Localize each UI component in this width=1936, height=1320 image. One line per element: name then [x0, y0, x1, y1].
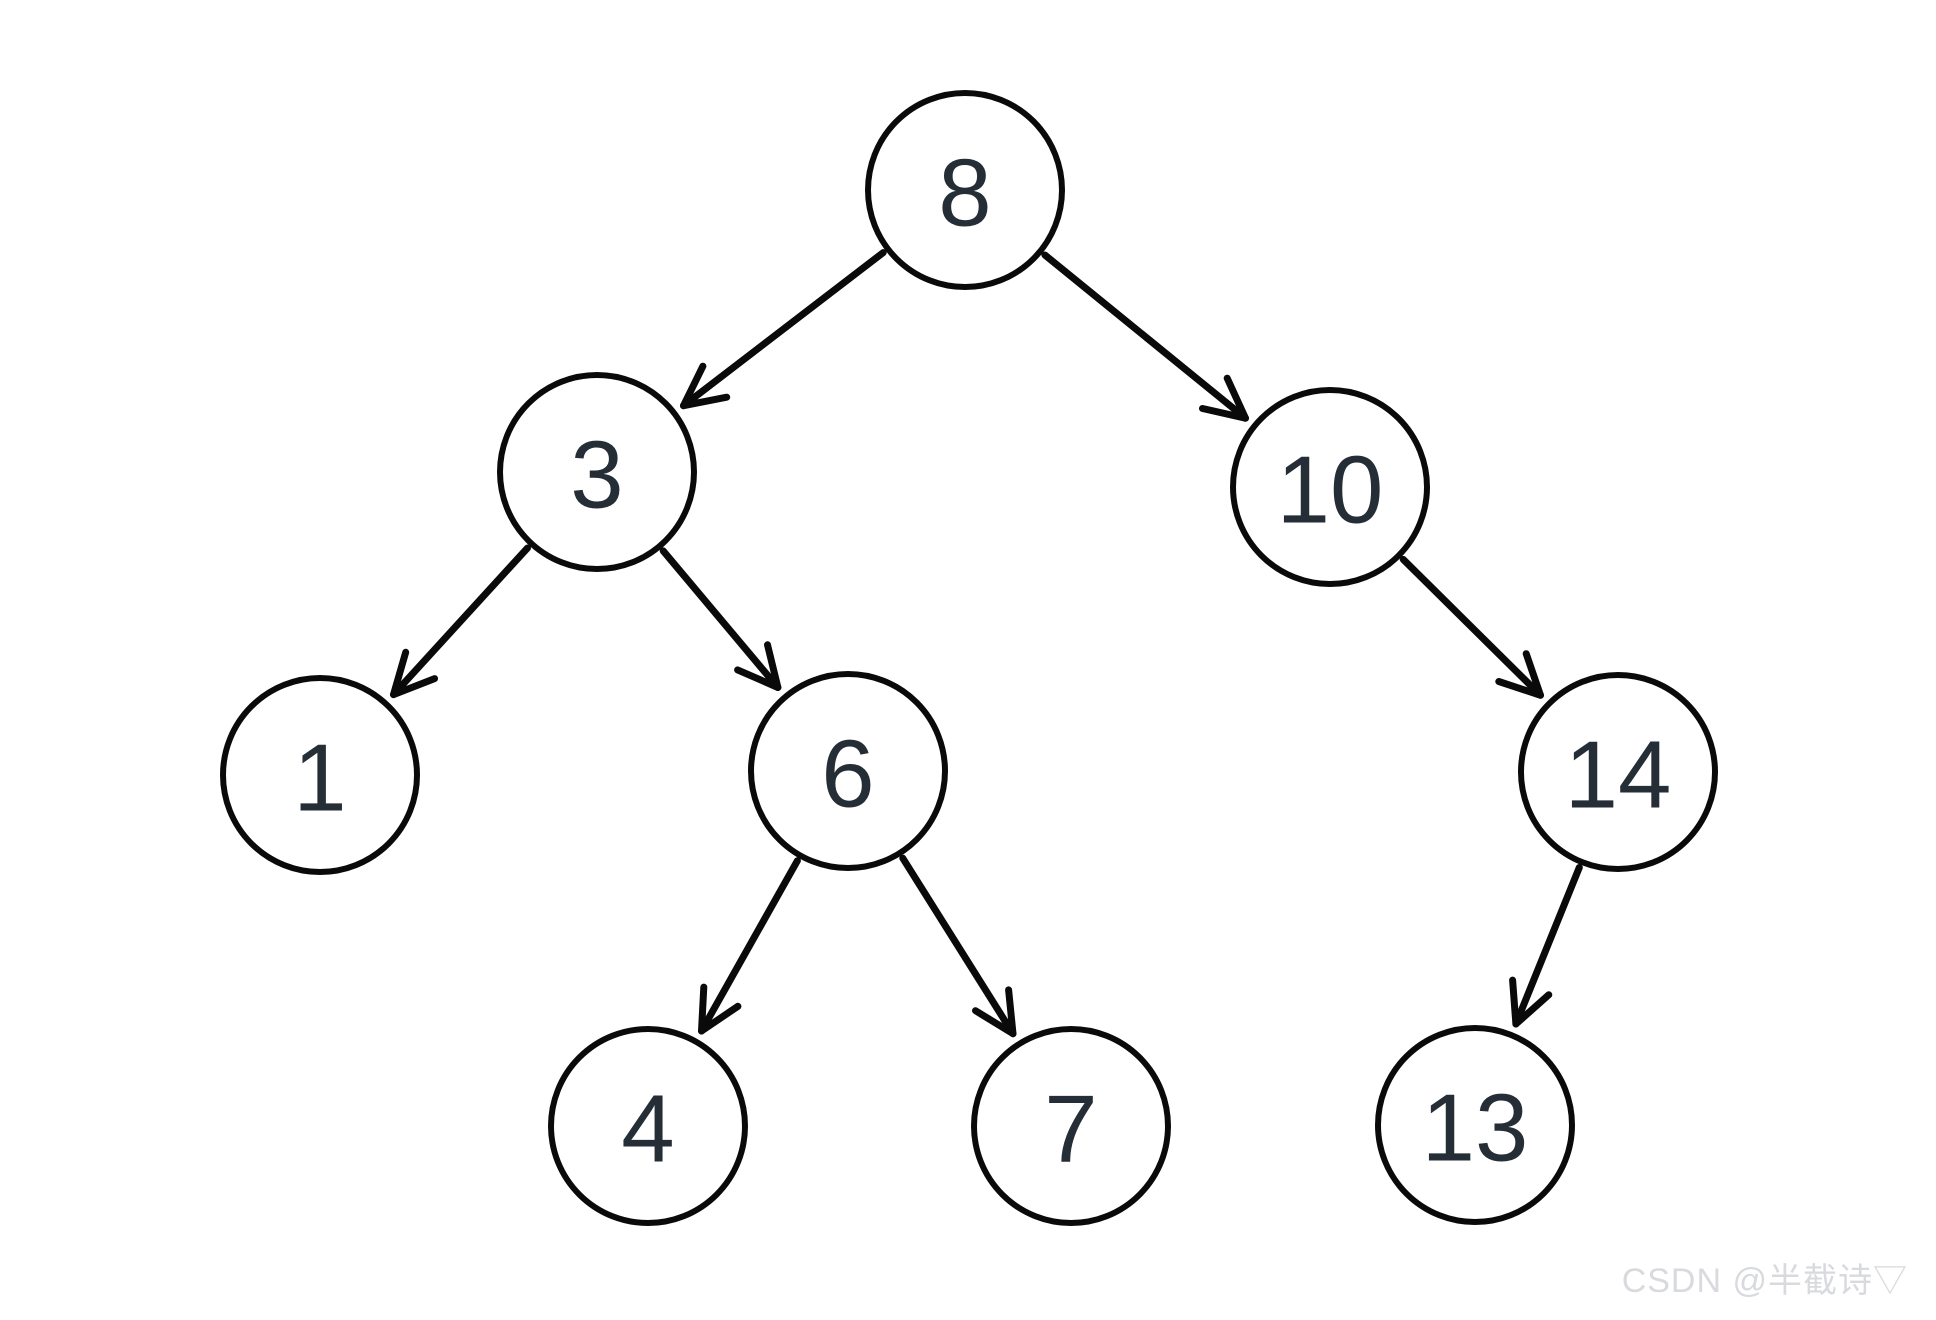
tree-node-8[interactable]: 8	[865, 90, 1065, 290]
edge-14-to-13	[1509, 864, 1583, 1028]
node-circle[interactable]	[971, 1026, 1171, 1226]
tree-node-6[interactable]: 6	[748, 671, 948, 871]
edge-10-to-14	[1399, 555, 1544, 699]
node-label: 7	[1044, 1076, 1097, 1183]
tree-node-1[interactable]: 1	[220, 675, 420, 875]
node-label: 4	[621, 1076, 674, 1183]
node-label: 13	[1422, 1075, 1529, 1182]
edge-8-to-10	[1041, 251, 1249, 422]
node-circle[interactable]	[748, 671, 948, 871]
tree-node-4[interactable]: 4	[548, 1026, 748, 1226]
node-circle[interactable]	[220, 675, 420, 875]
node-circle[interactable]	[548, 1026, 748, 1226]
arrowhead-icon	[1509, 976, 1553, 1028]
node-label: 1	[293, 725, 346, 832]
arrowhead-icon	[972, 986, 1017, 1038]
edge-3-to-1	[390, 544, 531, 699]
edge-6-to-4	[698, 857, 801, 1035]
tree-node-10[interactable]: 10	[1230, 387, 1430, 587]
arrowhead-icon	[390, 648, 439, 699]
node-label: 3	[570, 422, 623, 529]
node-circle[interactable]	[1375, 1025, 1575, 1225]
watermark-text: CSDN @半截诗▽	[1621, 1262, 1908, 1300]
edge-8-to-3	[680, 249, 887, 410]
nodes-layer: 8 3 10 1 6 14 4 7 13	[220, 90, 1718, 1226]
arrowhead-icon	[698, 983, 742, 1035]
node-circle[interactable]	[865, 90, 1065, 290]
node-circle[interactable]	[1230, 387, 1430, 587]
arrowhead-icon	[734, 641, 782, 691]
edge-3-to-6	[659, 547, 782, 691]
node-circle[interactable]	[1518, 672, 1718, 872]
arrowhead-icon	[1199, 374, 1249, 422]
tree-node-14[interactable]: 14	[1518, 672, 1718, 872]
tree-node-7[interactable]: 7	[971, 1026, 1171, 1226]
tree-node-3[interactable]: 3	[497, 372, 697, 572]
node-circle[interactable]	[497, 372, 697, 572]
tree-node-13[interactable]: 13	[1375, 1025, 1575, 1225]
node-label: 14	[1565, 722, 1672, 829]
edge-6-to-7	[899, 854, 1017, 1038]
node-label: 8	[938, 140, 991, 247]
arrowhead-icon	[680, 362, 731, 410]
node-label: 10	[1277, 437, 1384, 544]
node-label: 6	[821, 721, 874, 828]
edges-layer	[390, 249, 1583, 1038]
arrowhead-icon	[1495, 650, 1544, 699]
